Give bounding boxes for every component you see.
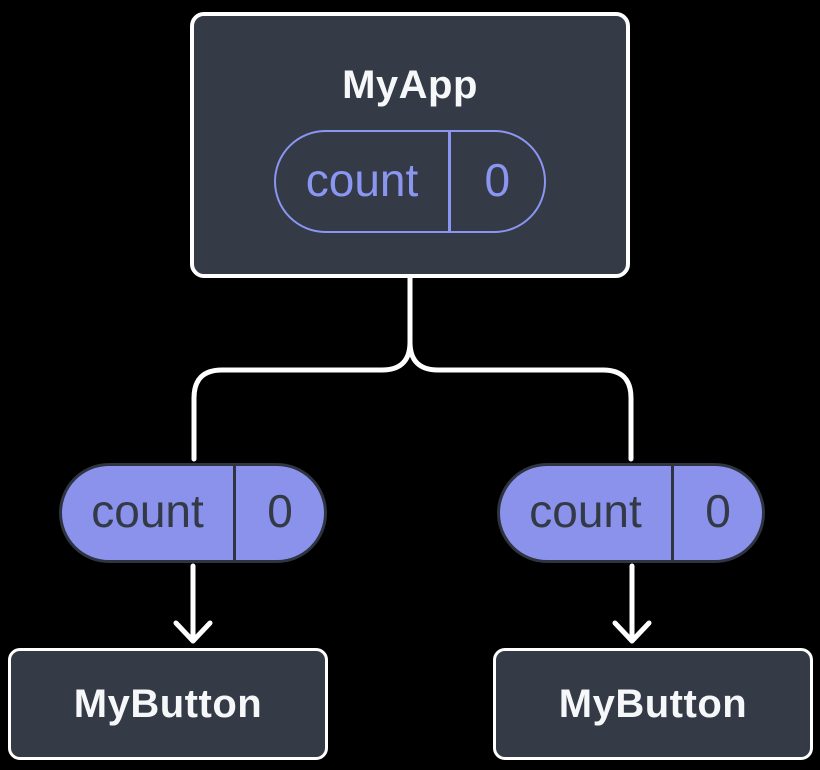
pill-divider [448, 132, 451, 231]
mybutton-title: MyButton [558, 681, 748, 726]
right-prop-pill: count 0 [497, 463, 765, 563]
myapp-title: MyApp [342, 63, 478, 107]
state-name-label: count [305, 153, 419, 206]
pill-divider [233, 466, 236, 560]
arrow-down-left-icon [173, 563, 213, 644]
mybutton-title: MyButton [73, 681, 263, 726]
left-mybutton-node: MyButton [8, 648, 328, 760]
left-prop-pill: count 0 [59, 463, 327, 563]
pill-divider [671, 466, 674, 560]
state-name-label: count [91, 485, 204, 537]
state-value-label: 0 [267, 485, 293, 537]
myapp-node: MyApp count 0 [190, 12, 630, 278]
myapp-state-pill: count 0 [274, 130, 546, 233]
fork-connector [191, 275, 634, 462]
state-value-label: 0 [705, 485, 731, 537]
state-name-label: count [529, 485, 642, 537]
right-mybutton-node: MyButton [493, 648, 813, 760]
arrow-down-right-icon [612, 563, 652, 644]
state-value-label: 0 [484, 153, 511, 206]
